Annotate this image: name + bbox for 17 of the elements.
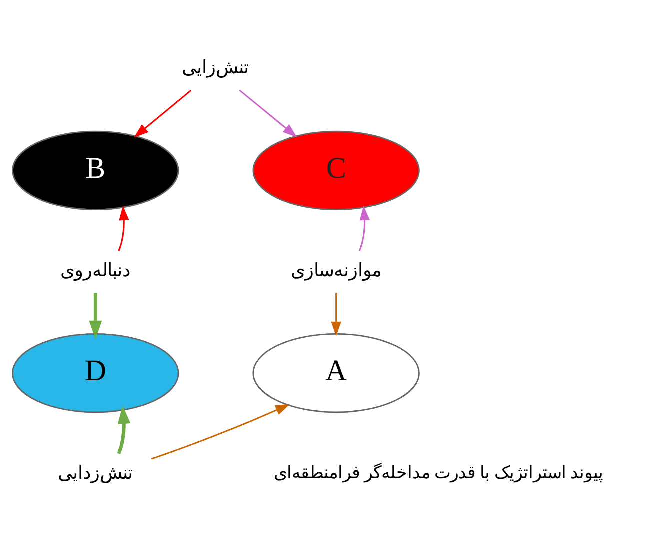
arrow [358,206,370,252]
arrow [117,406,131,454]
arrow [331,293,342,336]
arrow [89,293,102,340]
node-ellipse: B [12,130,180,210]
node-text: موازنه‌سازی [290,260,382,280]
node-ellipse: C [252,130,420,210]
node-text: تنش‌زایی [182,58,249,78]
arrow [151,404,290,460]
label: پیوند استراتژیک با قدرت مداخله‌گر فرامنطقه‌ای [274,464,604,483]
arrow [134,90,192,138]
node-text: تنش‌زدایی [58,463,134,484]
node-ellipse: A [252,334,420,414]
node-ellipse: D [12,334,180,414]
arrow [239,90,298,138]
node-text: دنباله‌روی [60,260,131,280]
arrow [118,206,130,252]
